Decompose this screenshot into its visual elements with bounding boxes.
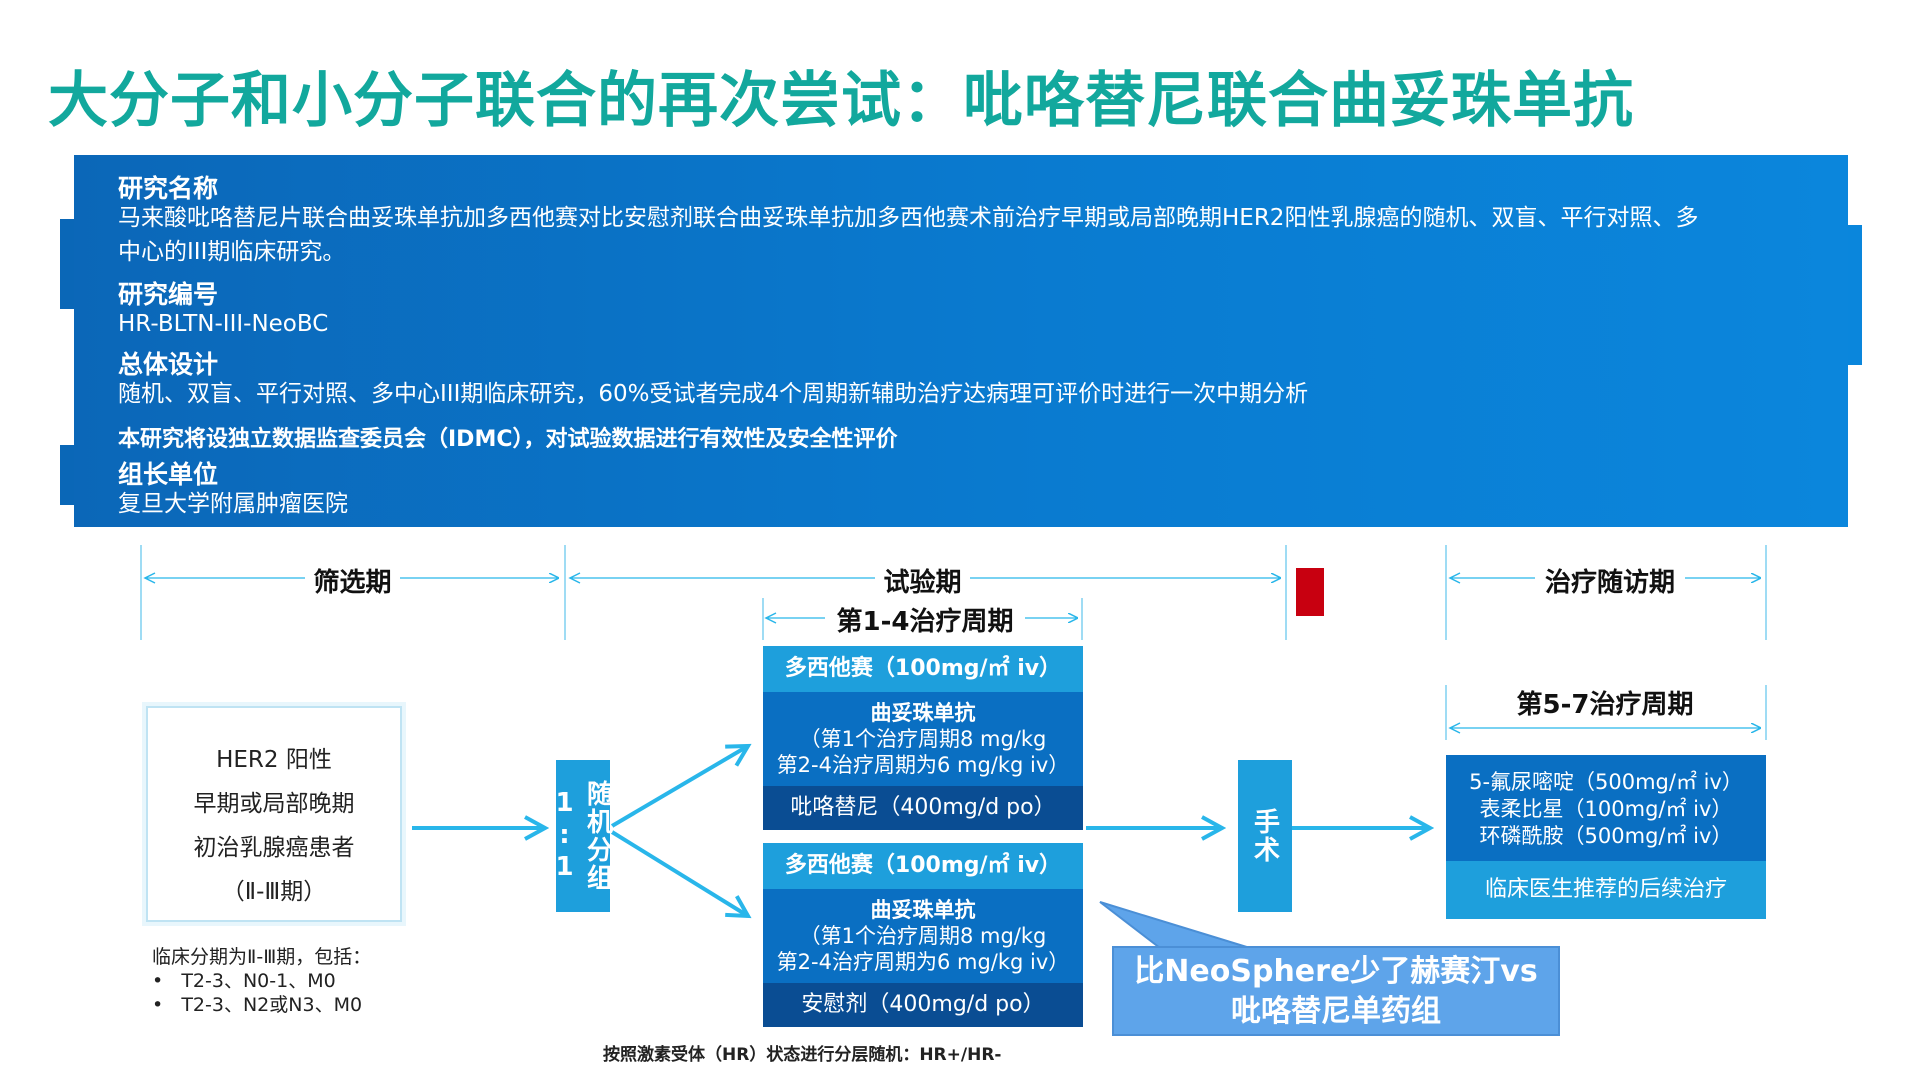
- page-title: 大分子和小分子联合的再次尝试：吡咯替尼联合曲妥珠单抗: [48, 66, 1634, 136]
- patient-stage: 早期或局部晚期: [193, 791, 355, 817]
- panel-tab-decoration: [60, 445, 74, 505]
- followup-subsequent: 临床医生推荐的后续治疗: [1446, 861, 1766, 919]
- patient-type: 初治乳腺癌患者: [193, 835, 355, 861]
- surgery-label: 手术: [1249, 808, 1280, 864]
- staging-bullet: • T2-3、N0-1、M0: [152, 970, 336, 992]
- patient-her2: HER2 阳性: [216, 747, 332, 773]
- surgery-box: 手术: [1238, 760, 1292, 912]
- arm-a-pyrotinib: 吡咯替尼（400mg/d po）: [763, 786, 1083, 830]
- phase-trial-label: 试验期: [883, 568, 962, 598]
- lead-heading: 组长单位: [118, 460, 219, 489]
- patient-population-box: HER2 阳性 早期或局部晚期 初治乳腺癌患者 （Ⅱ-Ⅲ期）: [142, 702, 406, 926]
- arm-b-docetaxel: 多西他赛（100mg/㎡ iv）: [763, 843, 1083, 889]
- followup-drug-3: 环磷酰胺（500mg/㎡ iv）: [1479, 824, 1733, 848]
- arm-b-trastuzumab-title: 曲妥珠单抗: [870, 898, 976, 922]
- study-id: HR-BLTN-III-NeoBC: [118, 311, 329, 337]
- study-info-panel: 研究名称 马来酸吡咯替尼片联合曲妥珠单抗加多西他赛对比安慰剂联合曲妥珠单抗加多西…: [60, 155, 1862, 527]
- idmc-text: 本研究将设独立数据监查委员会（IDMC），对试验数据进行有效性及安全性评价: [118, 427, 898, 452]
- study-name-line2: 中心的III期临床研究。: [118, 239, 346, 265]
- lead-text: 复旦大学附属肿瘤医院: [118, 491, 348, 517]
- arm-a-trastuzumab-title: 曲妥珠单抗: [870, 701, 976, 725]
- arm-b-trastuzumab: 曲妥珠单抗 （第1个治疗周期8 mg/kg 第2-4治疗周期为6 mg/kg i…: [763, 889, 1083, 983]
- randomization-label: 随机分组1:1: [549, 780, 613, 892]
- staging-bullet-text: T2-3、N0-1、M0: [181, 970, 336, 992]
- arm-b-trastuzumab-dose2: 第2-4治疗周期为6 mg/kg iv）: [776, 950, 1070, 974]
- followup-drug-2: 表柔比星（100mg/㎡ iv）: [1479, 797, 1733, 821]
- randomization-box: 随机分组1:1: [550, 760, 613, 912]
- staging-bullet-text: T2-3、N2或N3、M0: [181, 994, 363, 1016]
- callout-pointer: [1099, 901, 1251, 949]
- design-text: 随机、双盲、平行对照、多中心III期临床研究，60%受试者完成4个周期新辅助治疗…: [118, 381, 1309, 407]
- panel-tab-decoration: [60, 219, 74, 309]
- arm-b-trastuzumab-dose1: （第1个治疗周期8 mg/kg: [799, 924, 1047, 948]
- callout-line1: 比NeoSphere少了赫赛汀vs: [1134, 954, 1538, 989]
- surgery-marker: [1296, 568, 1324, 616]
- cycles-1-4-label: 第1-4治疗周期: [836, 607, 1014, 637]
- followup-regimen-box: 5-氟尿嘧啶（500mg/㎡ iv） 表柔比星（100mg/㎡ iv） 环磷酰胺…: [1446, 755, 1766, 861]
- study-id-heading: 研究编号: [118, 280, 219, 309]
- design-heading: 总体设计: [118, 350, 219, 379]
- study-name-heading: 研究名称: [118, 174, 219, 203]
- callout-box: 比NeoSphere少了赫赛汀vs 吡咯替尼单药组: [1112, 946, 1560, 1036]
- cycles-5-7-label: 第5-7治疗周期: [1516, 690, 1694, 720]
- panel-tab-decoration: [1848, 225, 1862, 365]
- phase-followup-label: 治疗随访期: [1544, 568, 1675, 598]
- arm-a-trastuzumab-dose1: （第1个治疗周期8 mg/kg: [799, 727, 1047, 751]
- callout-line2: 吡咯替尼单药组: [1231, 994, 1441, 1029]
- patient-phase: （Ⅱ-Ⅲ期）: [221, 879, 327, 905]
- arm-a-trastuzumab: 曲妥珠单抗 （第1个治疗周期8 mg/kg 第2-4治疗周期为6 mg/kg i…: [763, 692, 1083, 786]
- arm-a-docetaxel: 多西他赛（100mg/㎡ iv）: [763, 646, 1083, 692]
- stratification-note: 按照激素受体（HR）状态进行分层随机：HR+/HR-: [603, 1045, 1002, 1065]
- followup-drug-1: 5-氟尿嘧啶（500mg/㎡ iv）: [1469, 770, 1743, 794]
- staging-bullet: • T2-3、N2或N3、M0: [152, 994, 363, 1016]
- study-name-line1: 马来酸吡咯替尼片联合曲妥珠单抗加多西他赛对比安慰剂联合曲妥珠单抗加多西他赛术前治…: [118, 205, 1699, 231]
- phase-screening-label: 筛选期: [313, 568, 392, 598]
- flow-arrow: [610, 830, 748, 916]
- flow-arrow: [610, 746, 748, 828]
- arm-a-trastuzumab-dose2: 第2-4治疗周期为6 mg/kg iv）: [776, 753, 1070, 777]
- arm-b-placebo: 安慰剂（400mg/d po）: [763, 983, 1083, 1027]
- staging-note: 临床分期为Ⅱ-Ⅲ期，包括：: [152, 946, 372, 968]
